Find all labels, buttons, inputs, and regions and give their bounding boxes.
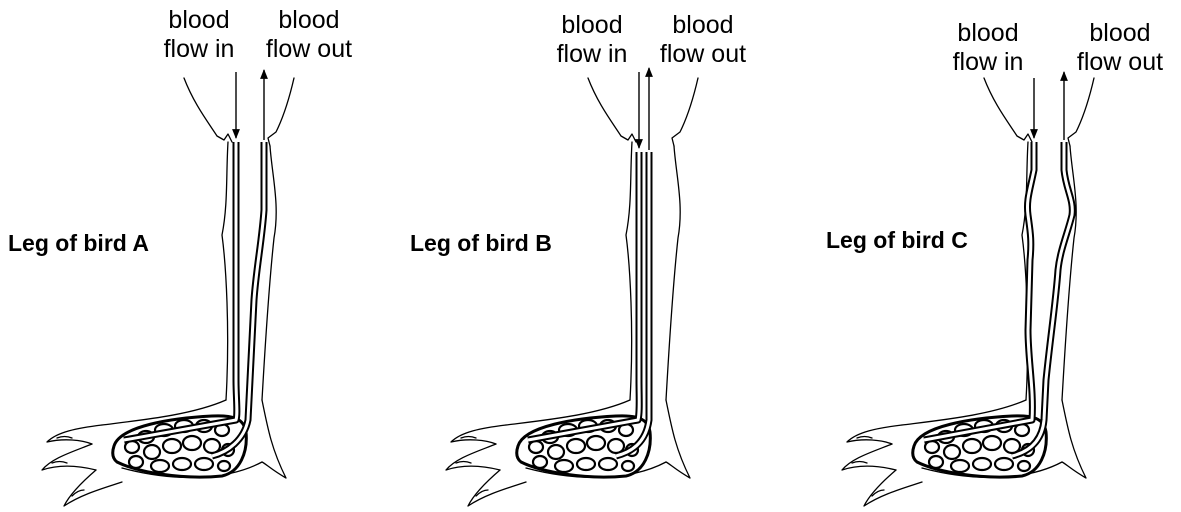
leg-label: Leg of bird C [826,227,968,253]
flow-out-label-line2: flow out [266,35,352,63]
flow-out-label-line2: flow out [660,40,746,68]
flow-in-label-line1: blood [168,6,229,34]
panel-bird-a: blood flow in blood flow out Leg of bird… [8,6,352,506]
flow-in-label-line2: flow in [557,40,628,68]
flow-out-label-line1: blood [278,6,339,34]
vein-return [616,152,649,456]
panel-bird-c: blood flow in blood flow out Leg of bird… [826,19,1163,506]
artery [924,142,1034,440]
flow-in-label-line1: blood [561,11,622,39]
flow-in-label-line2: flow in [164,35,235,63]
artery [124,142,237,440]
flow-out-label-line2: flow out [1077,48,1163,76]
flow-out-label-line1: blood [1089,19,1150,47]
flow-out-label-line1: blood [672,11,733,39]
leg-label: Leg of bird B [410,230,552,256]
artery [528,152,639,440]
leg-label: Leg of bird A [8,230,149,256]
flow-in-label-line1: blood [957,19,1018,47]
flow-in-label-line2: flow in [953,48,1024,76]
panel-bird-b: blood flow in blood flow out Leg of bird… [410,11,746,506]
